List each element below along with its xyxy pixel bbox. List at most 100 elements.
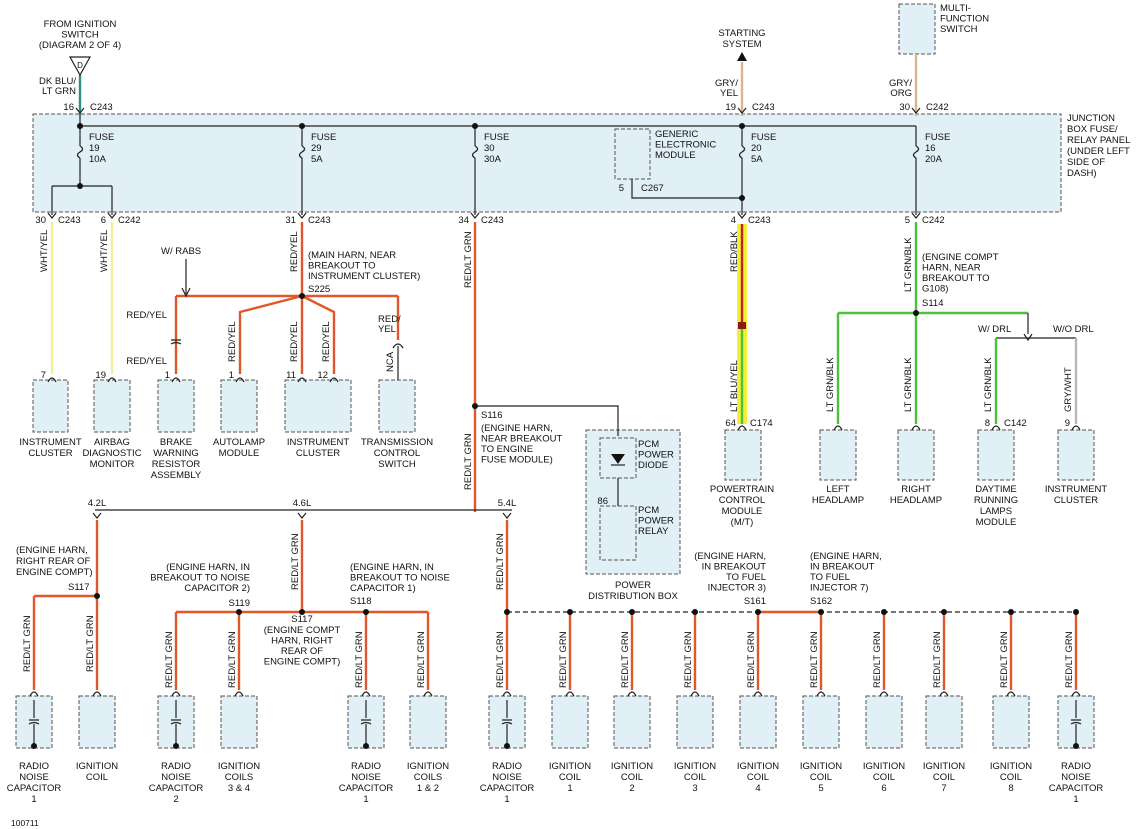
wire-color-label: NCA xyxy=(385,351,396,372)
wire-color-label: LT GRN/BLK xyxy=(903,357,914,412)
capacitor-symbol xyxy=(501,719,513,725)
wire-color-label: RED/LT GRN xyxy=(463,231,474,288)
wire-color-label: RED/LT GRN xyxy=(416,631,427,688)
s117b-description: REAR OF xyxy=(281,646,323,657)
starting-chevron xyxy=(737,107,747,114)
pin-arc xyxy=(1006,691,1016,697)
s225-splice xyxy=(299,293,305,299)
wire-color-label: RED/LT GRN xyxy=(558,631,569,688)
drl-pin: 8 xyxy=(985,418,990,429)
relay-pin: 86 xyxy=(597,496,608,507)
right-component-box xyxy=(819,429,857,481)
wire-color-label: RED/LT GRN xyxy=(620,631,631,688)
left-component-box xyxy=(220,379,258,433)
bottom-component-label: CAPACITOR xyxy=(1049,783,1104,794)
starting-system-label: SYSTEM xyxy=(722,39,761,50)
inline-capacitor xyxy=(170,339,182,345)
s118-description: (ENGINE HARN, IN xyxy=(350,562,434,573)
pcm-power-relay-label: PCM xyxy=(638,505,659,516)
pin-arc xyxy=(816,691,826,697)
s114-description: G108) xyxy=(922,284,948,295)
bottom-component-label: 2 xyxy=(173,794,178,805)
left-component-label: RESISTOR xyxy=(152,459,201,470)
wire-color-label: RED/LT GRN xyxy=(85,615,96,672)
wo-drl-label: W/O DRL xyxy=(1053,324,1094,335)
multifunction-connector: C242 xyxy=(926,102,949,113)
right-component-label: RUNNING xyxy=(974,495,1018,506)
bottom-component-label: CAPACITOR xyxy=(149,783,204,794)
red-yel-label: RED/YEL xyxy=(126,310,167,321)
splice-dot xyxy=(1008,609,1014,615)
s119-description: BREAKOUT TO NOISE xyxy=(150,573,250,584)
bottom-component-box xyxy=(551,695,589,749)
wire-color-label: GRY/WHT xyxy=(1063,367,1074,412)
right-component-label: MODULE xyxy=(976,517,1017,528)
red-yel-split: YEL xyxy=(378,324,396,335)
wire-color-label: RED/YEL xyxy=(227,321,238,362)
output-chevron xyxy=(107,212,117,219)
splice-dot xyxy=(236,609,242,615)
output-connector: C242 xyxy=(922,215,945,226)
left-component-label: CONTROL xyxy=(374,448,420,459)
bottom-component-label: 1 xyxy=(567,783,572,794)
right-component-label: HEADLAMP xyxy=(812,495,864,506)
fuse-label: 5A xyxy=(751,154,763,165)
s225-label: S225 xyxy=(308,284,330,295)
wire-color-label: RED/LT GRN xyxy=(999,631,1010,688)
multifunction-wire-color: GRY/ xyxy=(889,78,912,89)
multifunction-switch-label: SWITCH xyxy=(940,24,978,35)
capacitor-symbol xyxy=(360,719,372,725)
bottom-component-box xyxy=(865,695,903,749)
generic-electronic-module-box xyxy=(614,128,651,180)
bottom-component-label: 1 xyxy=(363,794,368,805)
w-rabs-label: W/ RABS xyxy=(161,246,201,257)
bottom-component-box xyxy=(613,695,651,749)
diagram-id: 100711 xyxy=(11,818,39,828)
right-component-label: INSTRUMENT xyxy=(1045,484,1107,495)
bottom-component-label: NOISE xyxy=(492,772,522,783)
bottom-component-label: 3 xyxy=(692,783,697,794)
pcm-pin: 64 xyxy=(725,418,736,429)
gem-connector: C267 xyxy=(641,183,664,194)
left-component-label: BRAKE xyxy=(160,437,192,448)
s119-description: (ENGINE HARN, IN xyxy=(166,562,250,573)
bottom-component-label: 2 xyxy=(629,783,634,794)
ground-dot xyxy=(363,743,369,749)
wire-color-label: LT GRN/BLK xyxy=(903,237,914,292)
multifunction-wire-color: ORG xyxy=(890,88,912,99)
bottom-component-label: RADIO xyxy=(492,761,522,772)
bottom-component-box xyxy=(676,695,714,749)
ground-dot xyxy=(504,743,510,749)
bottom-component-label: NOISE xyxy=(1061,772,1091,783)
pcm-power-relay-label: RELAY xyxy=(638,526,669,537)
wire-color-label: RED/LT GRN xyxy=(22,615,33,672)
wire-color-label: RED/LT GRN xyxy=(290,533,301,590)
s117a-description: ENGINE COMPT) xyxy=(16,567,93,578)
bottom-component-label: 5 xyxy=(818,783,823,794)
s116-description: TO ENGINE xyxy=(481,444,533,455)
rabs-arrow-icon xyxy=(181,287,191,298)
pin-arc xyxy=(47,377,57,383)
s118-description: CAPACITOR 1) xyxy=(350,583,416,594)
bottom-component-label: 1 xyxy=(1073,794,1078,805)
pin-arc xyxy=(92,691,102,697)
starting-system-label: STARTING xyxy=(718,28,765,39)
fuse-symbol xyxy=(738,145,746,159)
pin-arc xyxy=(361,691,371,697)
ic-wire-12 xyxy=(301,294,336,374)
bottom-component-box xyxy=(925,695,963,749)
connector-pin xyxy=(991,425,1001,431)
bottom-component-label: IGNITION xyxy=(549,761,591,772)
s162-label: S162 xyxy=(810,596,832,607)
capacitor-symbol xyxy=(170,719,182,725)
ic-pin: 9 xyxy=(1065,418,1070,429)
bottom-component-label: NOISE xyxy=(19,772,49,783)
right-component-label: DAYTIME xyxy=(975,484,1017,495)
left-component-box xyxy=(284,379,352,433)
left-component-label: DIAGNOSTIC xyxy=(82,448,141,459)
s161-description: TO FUEL xyxy=(726,572,766,583)
connector-pin xyxy=(297,377,307,383)
s114-splice xyxy=(913,310,919,316)
s161-description: IN BREAKOUT xyxy=(702,562,767,573)
